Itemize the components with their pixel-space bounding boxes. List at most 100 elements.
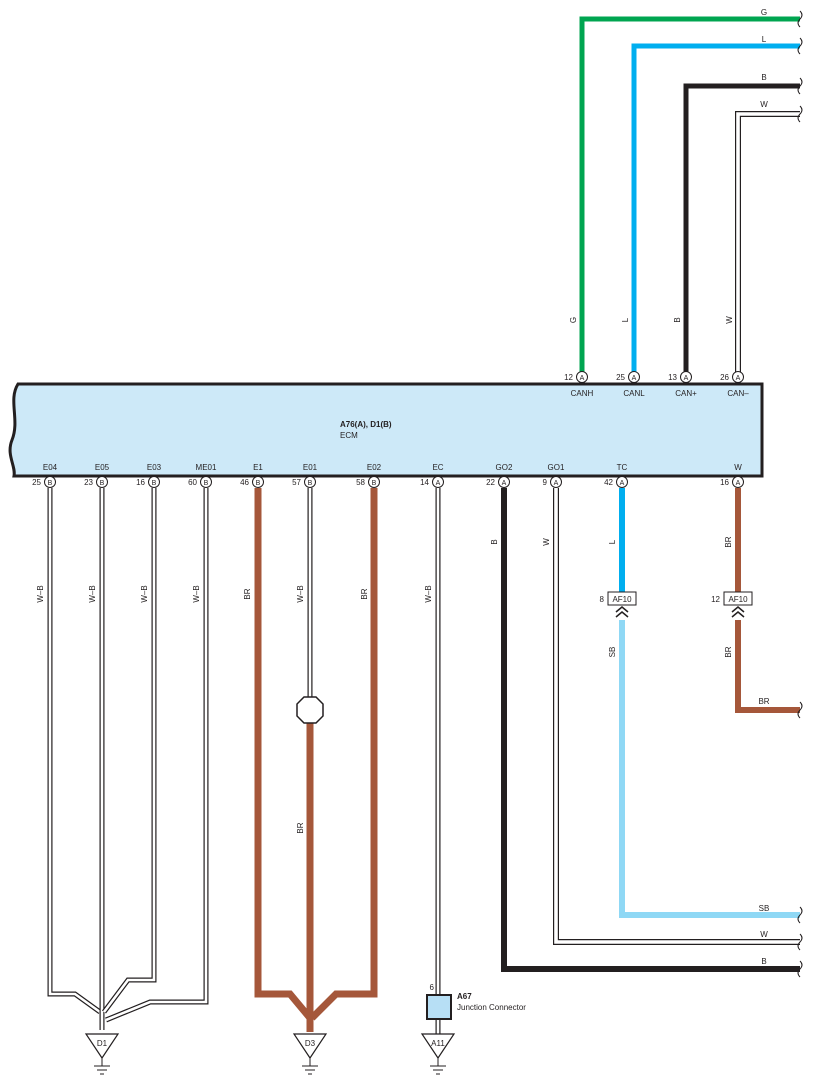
terminal-name: ME01 <box>196 463 217 472</box>
wire-label-e01-lower: BR <box>296 822 305 833</box>
connector-chevron-icon <box>731 606 745 618</box>
terminal-me01: B 60 ME01 <box>188 463 217 488</box>
terminal-name: E1 <box>253 463 263 472</box>
right-exit-labels: BR SB W B <box>758 697 769 966</box>
terminal-go1: A 9 GO1 <box>543 463 565 488</box>
wire-w-lower <box>735 620 800 713</box>
junction-name: Junction Connector <box>457 1003 526 1012</box>
wire-label-tc: L <box>608 539 617 544</box>
terminal-go2: A 22 GO2 <box>486 463 513 488</box>
terminal-number: 60 <box>188 478 197 487</box>
wire-label-canl: L <box>621 317 630 322</box>
exit-label-canl: L <box>762 35 767 44</box>
terminal-connector: A <box>736 480 741 487</box>
terminal-connector: A <box>684 375 689 382</box>
junction-pin: 6 <box>430 983 435 992</box>
connector-name: AF10 <box>728 595 748 604</box>
terminal-connector: B <box>308 480 313 487</box>
wire-go1 <box>553 488 800 945</box>
exit-label-tc: SB <box>759 904 770 913</box>
terminal-connector: B <box>48 480 53 487</box>
terminal-number: 16 <box>136 478 145 487</box>
wire-label-canp: B <box>673 317 682 322</box>
terminal-tc: A 42 TC <box>604 463 628 488</box>
terminal-e02: B 58 E02 <box>356 463 382 488</box>
terminal-canh: A 12 CANH <box>564 371 594 398</box>
wire-label-e03: W–B <box>140 585 149 602</box>
connector-chevron-icon <box>615 606 629 618</box>
terminal-number: 58 <box>356 478 365 487</box>
terminal-ec: A 14 EC <box>420 463 444 488</box>
terminal-name: E03 <box>147 463 162 472</box>
terminal-connector: A <box>554 480 559 487</box>
wire-label-canm: W <box>725 316 734 324</box>
exit-label-canh: G <box>761 8 767 17</box>
wire-label-e01: W–B <box>296 585 305 602</box>
ground-icon <box>430 1058 446 1075</box>
wires-to-d1 <box>47 488 209 1030</box>
top-terminals: A 12 CANH A 25 CANL A 13 CAN+ A 26 CAN– <box>564 371 749 398</box>
terminal-number: 42 <box>604 478 613 487</box>
terminal-number: 14 <box>420 478 429 487</box>
terminal-canm: A 26 CAN– <box>720 371 749 398</box>
bottom-wire-labels: W–B W–B W–B W–B BR W–B BR W–B B W L BR B… <box>36 536 733 833</box>
terminal-connector: A <box>436 480 441 487</box>
terminal-number: 23 <box>84 478 93 487</box>
exit-label-canm: W <box>760 100 768 109</box>
bottom-wires <box>47 488 803 1034</box>
terminal-number: 13 <box>668 373 677 382</box>
terminal-connector: A <box>632 375 637 382</box>
wire-canl <box>631 43 800 372</box>
terminal-name: TC <box>617 463 628 472</box>
ground-d1: D1 <box>84 1033 120 1075</box>
connector-pin: 12 <box>711 595 720 604</box>
wire-label-me01: W–B <box>192 585 201 602</box>
terminal-connector: B <box>152 480 157 487</box>
connector-af10-tc: AF10 8 <box>600 591 637 618</box>
terminal-connector: A <box>620 480 625 487</box>
terminal-connector: B <box>256 480 261 487</box>
ecm-name: ECM <box>340 431 358 440</box>
terminal-e1: B 46 E1 <box>240 463 264 488</box>
wire-label-w: BR <box>724 536 733 547</box>
ground-label: A11 <box>431 1039 445 1048</box>
terminal-name: CANH <box>571 389 594 398</box>
terminal-e05: B 23 E05 <box>84 463 110 488</box>
wire-label-e04: W–B <box>36 585 45 602</box>
exit-label-w: BR <box>758 697 769 706</box>
terminal-connector: A <box>502 480 507 487</box>
wire-label-go1: W <box>542 538 551 546</box>
junction-ref: A67 <box>457 992 472 1001</box>
terminal-e04: B 25 E04 <box>32 463 58 488</box>
bottom-terminals: B 25 E04 B 23 E05 B 16 E03 B 60 ME01 B 4… <box>32 463 744 488</box>
terminal-number: 46 <box>240 478 249 487</box>
top-can-wires: G L B W G L B W <box>569 8 803 372</box>
terminal-connector: A <box>736 375 741 382</box>
terminal-number: 16 <box>720 478 729 487</box>
splice-point <box>296 696 324 724</box>
connector-name: AF10 <box>612 595 632 604</box>
terminal-connector: B <box>100 480 105 487</box>
junction-connector: 6 A67 Junction Connector <box>426 983 526 1020</box>
wire-go2 <box>501 488 800 972</box>
terminal-name: E04 <box>43 463 58 472</box>
exit-label-go2: B <box>761 957 766 966</box>
terminal-w: A 16 W <box>720 463 744 488</box>
terminal-name: E02 <box>367 463 382 472</box>
wire-tc-lower <box>619 620 800 918</box>
cut-marks-top <box>797 10 803 123</box>
ground-a11: A11 <box>420 1033 456 1075</box>
exit-label-canp: B <box>761 73 766 82</box>
ground-d3: D3 <box>292 1033 328 1075</box>
terminal-name: CAN+ <box>675 389 697 398</box>
wire-label-e1: BR <box>243 588 252 599</box>
terminal-number: 25 <box>32 478 41 487</box>
terminal-number: 22 <box>486 478 495 487</box>
terminal-number: 25 <box>616 373 625 382</box>
exit-label-go1: W <box>760 930 768 939</box>
wire-label-tc-lower: SB <box>608 647 617 658</box>
wires-to-d3 <box>254 488 378 1032</box>
terminal-number: 12 <box>564 373 573 382</box>
terminal-e03: B 16 E03 <box>136 463 162 488</box>
